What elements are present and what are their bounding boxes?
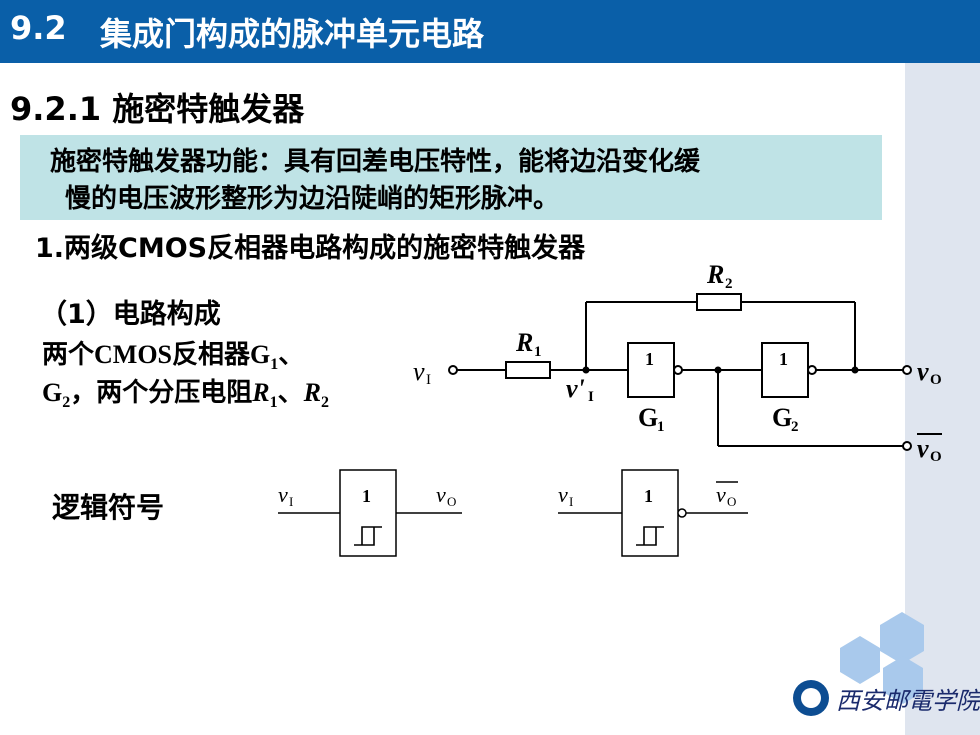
desc-g1: G [250,340,271,369]
output-bar-terminal [902,441,912,451]
sym1-gate-symbol: 1 [362,486,371,506]
vout-bar-sub: O [930,449,942,465]
g2-label: G [772,403,792,432]
subsection-title: 9.2.1 施密特触发器 [10,90,305,128]
junction-node [851,366,859,374]
vin-prime-sub: I [588,389,594,405]
desc-text: ，两个分压电阻 [70,378,253,408]
desc-r2: R [303,378,321,407]
g1-label: G [638,403,658,432]
output-terminal [902,365,912,375]
page-title: 集成门构成的脉冲单元电路 [100,15,485,53]
desc-r2-sub: 2 [320,394,329,412]
heading-circuit-structure: （1）电路构成 [40,299,221,330]
g2-sub: 2 [791,419,799,435]
schmitt-gate-box [339,469,397,557]
description-line-2: G2，两个分压电阻R1、R2 [42,372,329,412]
sym1-input-label: v [278,482,288,507]
sym2-input-sub: I [569,494,573,509]
vout-label: v [917,357,929,386]
hysteresis-icon [636,526,664,546]
logic-symbol-inverting: v I 1 v O [558,469,748,557]
g1-sub: 1 [657,419,665,435]
school-emblem-icon [793,680,829,716]
resistor-r1 [505,361,551,379]
sym2-input-label: v [558,482,568,507]
desc-text: 、 [278,340,305,370]
r1-sub: 1 [534,344,542,360]
definition-box: 施密特触发器功能：具有回差电压特性，能将边沿变化缓 慢的电压波形整形为边沿陡峭的… [20,135,882,220]
definition-line-2: 慢的电压波形整形为边沿陡峭的矩形脉冲。 [65,184,560,214]
gate-g2-bubble [807,365,817,375]
r2-sub: 2 [725,276,733,292]
sym1-input-sub: I [289,494,293,509]
desc-r1-sub: 1 [269,394,278,412]
vin-label: v [413,357,425,386]
hexagon-decor [840,612,924,704]
sym2-output-label: v [716,482,726,507]
vin-prime-label: v' [566,374,585,403]
title-bar: 9.2 集成门构成的脉冲单元电路 [0,0,980,63]
gate-g1-symbol: 1 [645,349,654,369]
description-line-1: 两个CMOS反相器G1、 [42,334,304,374]
section-number: 9.2 [10,9,67,47]
definition-line-1: 施密特触发器功能：具有回差电压特性，能将边沿变化缓 [50,147,701,177]
resistor-r2 [696,293,742,311]
logic-symbol-noninverting: v I 1 v O [278,469,462,557]
r2-label: R [706,260,724,289]
desc-g2-sub: 2 [62,394,71,412]
vout-bar-label: v [917,434,929,463]
gate-g1-bubble [673,365,683,375]
vin-sub: I [426,372,431,388]
heading-cmos-schmitt: 1.两级CMOS反相器电路构成的施密特触发器 [35,233,586,264]
sym1-output-label: v [436,482,446,507]
desc-cmos: CMOS [94,340,173,369]
sym1-output-sub: O [447,494,456,509]
school-logo-text: 西安邮電学院 [836,687,980,715]
desc-g2: G [42,378,63,407]
hysteresis-icon [354,526,382,546]
desc-text: 两个 [42,340,95,370]
schmitt-gate-box [621,469,679,557]
desc-r1: R [252,378,270,407]
desc-g1-sub: 1 [270,356,279,374]
desc-text: 、 [277,378,304,408]
vout-sub: O [930,372,942,388]
gate-g2-symbol: 1 [779,349,788,369]
input-terminal [448,365,458,375]
inverter-bubble [677,508,687,518]
logic-symbol-label: 逻辑符号 [52,491,165,524]
sym2-output-sub: O [727,494,736,509]
sym2-gate-symbol: 1 [644,486,653,506]
desc-text: 反相器 [172,340,251,370]
r1-label: R [515,328,533,357]
